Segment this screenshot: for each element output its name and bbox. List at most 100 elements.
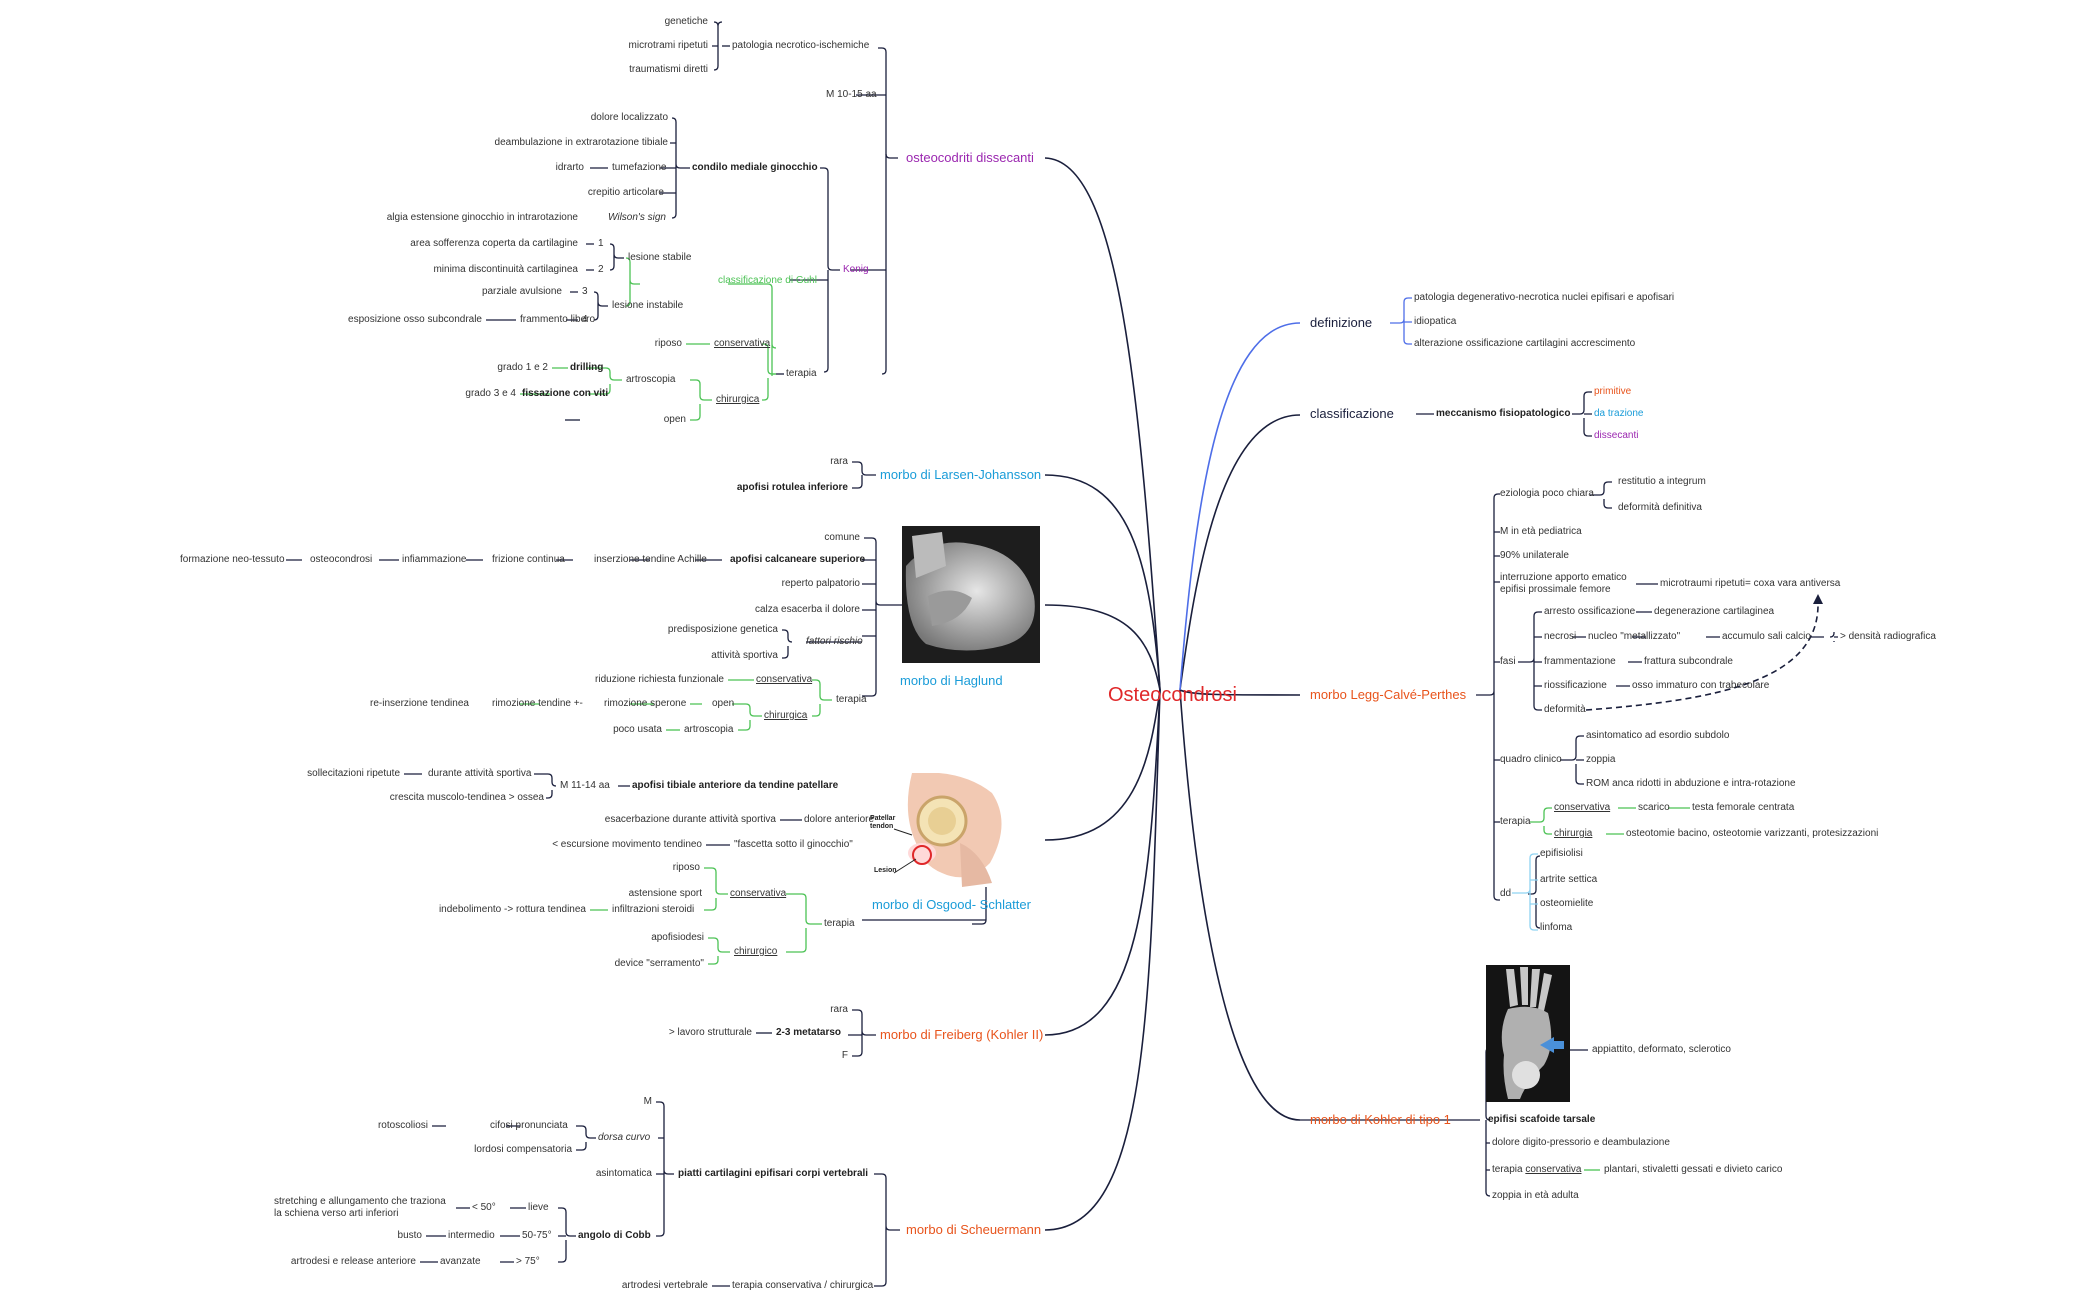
node-formazione[interactable]: formazione neo-tessuto	[180, 554, 285, 565]
node-dolore-anteriore[interactable]: dolore anteriore	[804, 814, 875, 825]
node-infiammazione[interactable]: infiammazione	[402, 554, 467, 565]
node-calza[interactable]: calza esacerba il dolore	[754, 604, 860, 615]
node-artrodesi[interactable]: artrodesi vertebrale	[621, 1280, 708, 1291]
branch-osgood[interactable]: morbo di Osgood- Schlatter	[872, 897, 1031, 912]
node-chirurgia-legg[interactable]: chirurgia	[1554, 828, 1593, 839]
node-esposizione[interactable]: esposizione osso subcondrale	[348, 314, 482, 325]
node-arresto[interactable]: arresto ossificazione	[1544, 606, 1636, 617]
branch-definizione[interactable]: definizione	[1310, 315, 1373, 330]
node-eziologia[interactable]: eziologia poco chiara	[1500, 488, 1594, 499]
node-avanzate[interactable]: avanzate	[440, 1256, 481, 1267]
node-def-1[interactable]: patologia degenerativo-necrotica nuclei …	[1414, 292, 1675, 303]
node-durante[interactable]: durante attività sportiva	[428, 768, 532, 779]
node-device[interactable]: device "serramento"	[614, 958, 704, 969]
node-guhl[interactable]: classificazione di Guhl	[718, 275, 817, 286]
node-frizione[interactable]: frizione continua	[492, 554, 565, 565]
node-traumatismi[interactable]: traumatismi diretti	[629, 64, 708, 75]
node-scarico[interactable]: scarico	[1638, 802, 1670, 813]
node-zoppia[interactable]: zoppia	[1586, 754, 1616, 765]
node-m-legg[interactable]: M in età pediatrica	[1500, 526, 1582, 537]
node-microtraumi[interactable]: microtrami ripetuti	[628, 40, 708, 51]
node-indebolimento[interactable]: indebolimento -> rottura tendinea	[438, 904, 586, 915]
node-terapia-osgood[interactable]: terapia	[824, 918, 855, 929]
node-artroscopia-haglund[interactable]: artroscopia	[684, 724, 734, 735]
node-osteotomie[interactable]: osteotomie bacino, osteotomie varizzanti…	[1626, 828, 1879, 839]
node-attivita[interactable]: attività sportiva	[711, 650, 778, 661]
node-osteocondrosi[interactable]: osteocondrosi	[310, 554, 373, 565]
node-piatti[interactable]: piatti cartilagini epifisari corpi verte…	[678, 1168, 869, 1179]
node-lordosi[interactable]: lordosi compensatoria	[474, 1144, 572, 1155]
node-konig[interactable]: Konig	[843, 264, 869, 275]
node-lesione-instabile[interactable]: lesione instabile	[612, 300, 684, 311]
branch-scheuermann[interactable]: morbo di Scheuermann	[906, 1222, 1042, 1237]
node-reinserzione[interactable]: re-inserzione tendinea	[370, 698, 469, 709]
node-zoppia-kohler[interactable]: zoppia in età adulta	[1492, 1190, 1579, 1201]
node-riposo[interactable]: riposo	[654, 338, 682, 349]
node-linfoma[interactable]: linfoma	[1540, 922, 1573, 933]
node-rom[interactable]: ROM anca ridotti in abduzione e intra-ro…	[1586, 778, 1796, 789]
node-reperto[interactable]: reperto palpatorio	[781, 578, 860, 589]
node-f[interactable]: F	[841, 1050, 848, 1061]
node-infiltrazioni[interactable]: infiltrazioni steroidi	[612, 904, 695, 915]
central-topic[interactable]: Osteocondrosi	[1108, 684, 1237, 706]
node-apofisi-rotulea[interactable]: apofisi rotulea inferiore	[736, 482, 848, 493]
node-fasi[interactable]: fasi	[1500, 656, 1516, 667]
node-esacerbazione[interactable]: esacerbazione durante attività sportiva	[604, 814, 776, 825]
node-trazione[interactable]: da trazione	[1594, 408, 1644, 419]
node-interruzione[interactable]: interruzione apporto ematico epifisi pro…	[1500, 572, 1627, 595]
node-densita[interactable]: > densità radiografica	[1840, 631, 1936, 642]
node-area[interactable]: area sofferenza coperta da cartilagine	[410, 238, 578, 249]
node-unilaterale[interactable]: 90% unilaterale	[1500, 550, 1569, 561]
node-meccanismo[interactable]: meccanismo fisiopatologico	[1436, 408, 1571, 419]
node-intermedio[interactable]: intermedio	[448, 1230, 495, 1241]
node-frammento[interactable]: frammento libero	[520, 314, 596, 325]
node-grade-3[interactable]: 3	[582, 286, 588, 297]
node-apofisi-calcaneare[interactable]: apofisi calcaneare superiore	[730, 554, 866, 565]
node-apofisiodesi[interactable]: apofisiodesi	[651, 932, 704, 943]
node-crescita[interactable]: crescita muscolo-tendinea > ossea	[389, 792, 544, 803]
node-open[interactable]: open	[663, 414, 686, 425]
node-tumefazione[interactable]: tumefazione	[612, 162, 667, 173]
node-rimozione-tendine[interactable]: rimozione tendine +-	[492, 698, 583, 709]
node-riossificazione[interactable]: riossificazione	[1544, 680, 1607, 691]
node-fissazione[interactable]: fissazione con viti	[522, 388, 609, 399]
node-riposo-osgood[interactable]: riposo	[672, 862, 700, 873]
node-dolore-kohler[interactable]: dolore digito-pressorio e deambulazione	[1492, 1137, 1670, 1148]
node-drilling[interactable]: drilling	[570, 362, 604, 373]
node-accumulo[interactable]: accumulo sali calcio	[1722, 631, 1811, 642]
node-def-3[interactable]: alterazione ossificazione cartilagini ac…	[1414, 338, 1636, 349]
node-gt75[interactable]: > 75°	[516, 1256, 540, 1267]
node-chirurgica[interactable]: chirurgica	[716, 394, 760, 405]
node-rimozione-sperone[interactable]: rimozione sperone	[604, 698, 687, 709]
node-asintomatica[interactable]: asintomatica	[595, 1168, 652, 1179]
node-conservativa-osgood[interactable]: conservativa	[730, 888, 787, 899]
node-lesione-stabile[interactable]: lesione stabile	[628, 252, 692, 263]
node-dd[interactable]: dd	[1500, 888, 1512, 899]
node-rara-freiberg[interactable]: rara	[830, 1004, 848, 1015]
node-fascetta[interactable]: "fascetta sotto il ginocchio"	[734, 839, 853, 850]
node-idrarto[interactable]: idrarto	[555, 162, 584, 173]
node-frammentazione[interactable]: frammentazione	[1544, 656, 1616, 667]
node-terapia-kohler[interactable]: terapia conservativa	[1492, 1164, 1582, 1176]
branch-kohler[interactable]: morbo di Kohler di tipo 1	[1310, 1112, 1451, 1127]
node-lieve[interactable]: lieve	[528, 1202, 549, 1213]
node-testa[interactable]: testa femorale centrata	[1692, 802, 1795, 813]
node-primitive[interactable]: primitive	[1594, 386, 1632, 397]
node-open-haglund[interactable]: open	[712, 698, 735, 709]
branch-haglund[interactable]: morbo di Haglund	[900, 673, 1003, 688]
node-fattori[interactable]: fattori rischio	[806, 636, 863, 647]
node-riduzione[interactable]: riduzione richiesta funzionale	[595, 674, 724, 685]
node-def-2[interactable]: idiopatica	[1414, 316, 1457, 327]
node-chirurgica-haglund[interactable]: chirurgica	[764, 710, 808, 721]
node-inserzione[interactable]: inserzione tendine Achille	[594, 554, 707, 565]
node-chirurgico[interactable]: chirurgico	[734, 946, 778, 957]
node-artroscopia[interactable]: artroscopia	[626, 374, 676, 385]
node-artrite[interactable]: artrite settica	[1540, 874, 1598, 885]
node-frattura[interactable]: frattura subcondrale	[1644, 656, 1733, 667]
node-cobb[interactable]: angolo di Cobb	[578, 1230, 651, 1241]
node-conservativa[interactable]: conservativa	[714, 338, 771, 349]
node-apofisi-tibiale[interactable]: apofisi tibiale anteriore da tendine pat…	[632, 780, 839, 791]
node-parziale[interactable]: parziale avulsione	[481, 286, 562, 297]
node-microtraumi-legg[interactable]: microtraumi ripetuti= coxa vara antivers…	[1660, 578, 1841, 589]
node-patologia[interactable]: patologia necrotico-ischemiche	[732, 40, 870, 51]
